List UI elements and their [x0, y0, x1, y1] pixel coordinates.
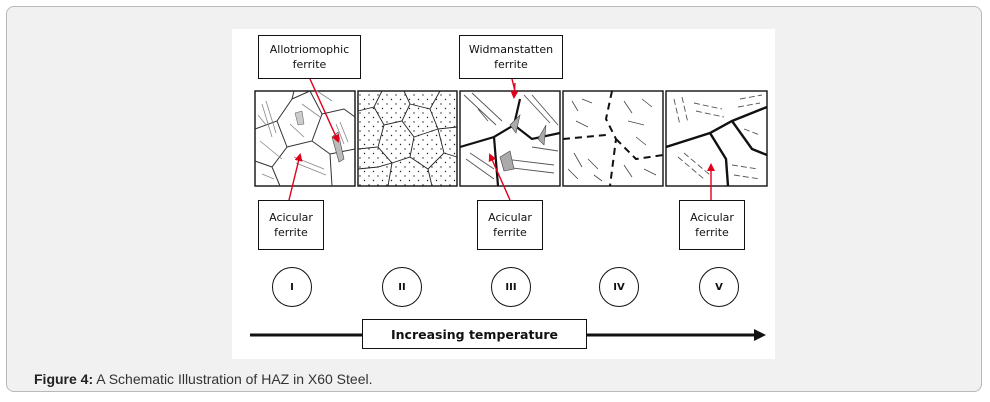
label-line: ferrite — [274, 226, 308, 239]
panel-zone-4 — [562, 90, 664, 187]
microstructure-schematic — [250, 78, 768, 341]
arrow-widmanstatten — [510, 82, 519, 99]
zone-marker-4: IV — [599, 267, 639, 307]
zone-marker-2: II — [382, 267, 422, 307]
label-line: ferrite — [695, 226, 729, 239]
caption-label: Figure 4: — [34, 371, 94, 387]
label-allotriomorphic-ferrite: Allotriomophic ferrite — [258, 35, 361, 79]
label-acicular-ferrite-3: Acicular ferrite — [477, 200, 543, 250]
panel-zone-5 — [665, 90, 768, 187]
panel-zone-2 — [357, 90, 458, 187]
temperature-label: Increasing temperature — [362, 319, 587, 349]
arrow-acicular-1 — [288, 153, 303, 201]
label-acicular-ferrite-1: Acicular ferrite — [258, 200, 324, 250]
figure-image: Allotriomophic ferrite Widmanstatten ferri… — [232, 29, 775, 359]
figure-card: Allotriomophic ferrite Widmanstatten ferri… — [6, 6, 982, 392]
zone-marker-1: I — [272, 267, 312, 307]
label-acicular-ferrite-5: Acicular ferrite — [679, 200, 745, 250]
caption-text: A Schematic Illustration of HAZ in X60 S… — [93, 371, 373, 387]
pointer-arrows — [288, 78, 715, 201]
label-line: Widmanstatten — [468, 43, 554, 56]
label-line: ferrite — [292, 58, 327, 71]
label-line: ferrite — [494, 58, 528, 71]
label-widmanstatten-ferrite: Widmanstatten ferrite — [459, 35, 563, 79]
zone-marker-3: III — [491, 267, 531, 307]
label-line: ferrite — [493, 226, 527, 239]
label-line: Acicular — [488, 211, 532, 224]
arrow-acicular-3 — [488, 153, 511, 201]
label-line: Allotriomophic — [269, 43, 350, 56]
label-line: Acicular — [269, 211, 313, 224]
panel-zone-3 — [459, 90, 561, 187]
zone-marker-5: V — [699, 267, 739, 307]
panel-zone-1 — [254, 88, 356, 187]
figure-caption: Figure 4: A Schematic Illustration of HA… — [34, 371, 372, 387]
label-line: Acicular — [690, 211, 734, 224]
arrow-allotriomorphic — [309, 78, 340, 143]
